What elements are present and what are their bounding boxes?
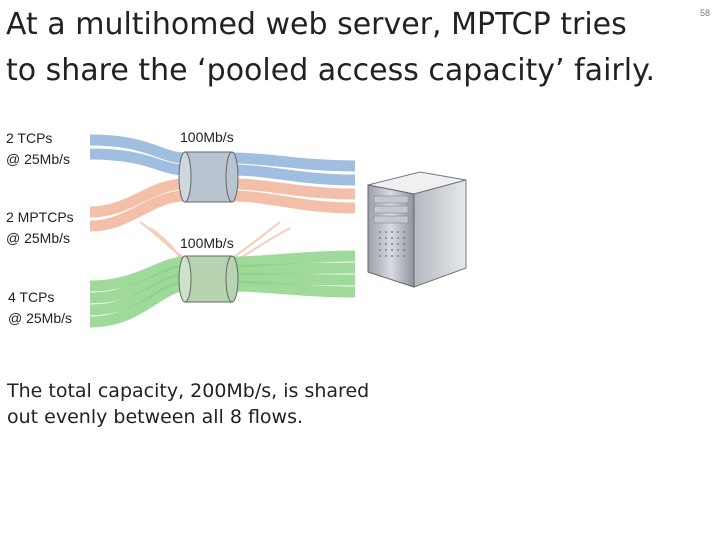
link-top-cap-right xyxy=(225,151,239,203)
slide-number: 58 xyxy=(700,8,711,18)
server-tower-icon xyxy=(367,171,467,288)
link-bottom-body xyxy=(184,255,233,303)
link-top-body xyxy=(184,151,233,203)
link-top xyxy=(178,151,239,203)
link-bottom-cap-right xyxy=(225,255,239,303)
label-2-mptcps: 2 MPTCPs @ 25Mb/s xyxy=(6,209,74,246)
label-link-top: 100Mb/s xyxy=(180,129,234,145)
link-bottom xyxy=(178,255,239,303)
slide-title: At a multihomed web server, MPTCP tries … xyxy=(6,7,656,88)
label-4-tcps: 4 TCPs @ 25Mb/s xyxy=(8,289,73,326)
mptcp-subflow-path xyxy=(231,221,281,259)
link-top-cap-left xyxy=(178,151,192,203)
label-link-bottom: 100Mb/s xyxy=(180,235,234,251)
mptcp-subflow-path xyxy=(139,221,186,259)
link-bottom-cap-left xyxy=(178,255,192,303)
label-2-tcps: 2 TCPs @ 25Mb/s xyxy=(6,130,71,167)
caption-text: The total capacity, 200Mb/s, is shared o… xyxy=(7,380,370,428)
